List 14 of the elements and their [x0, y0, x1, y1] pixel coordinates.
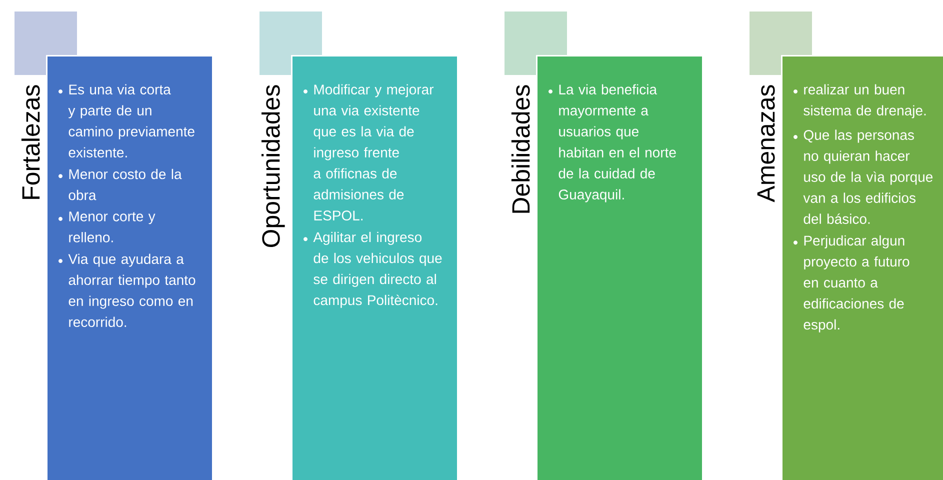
bullet-item: Menor corte y relleno. — [69, 212, 156, 242]
bullet-item: Perjudicar algun proyecto a futuro en cuanto a edificaciones de espol. — [804, 235, 910, 332]
bullet-item: Agilitar el ingreso de los vehiculos que se dirigen directo al campus Politècnico. — [313, 232, 442, 308]
bullet-item: Es una via corta y parte de un camino previamente existente. — [68, 84, 194, 158]
bullet-item: Modificar y mejorar una via existente que es la via de ingreso frente a ofificnas de admisiones de ESPOL. — [314, 84, 434, 220]
heading: Debilidades — [511, 85, 530, 213]
heading: Amenazas — [757, 85, 775, 202]
bullet-item: Menor costo de la obra — [68, 168, 182, 200]
bullet-item: La via beneficia mayormente a usuarios que habitan en el norte de la cuidad de Guayaquil. — [558, 84, 676, 202]
heading: Oportunidades — [262, 85, 285, 248]
heading: Fortalezas — [21, 85, 40, 199]
bullet-item: Via que ayudara a ahorrar tiempo tanto en ingreso como en recorrido. — [68, 254, 196, 328]
bullet-item: realizar un buen sistema de drenaje. — [804, 84, 926, 118]
bullet-item: Que las personas no quieran hacer uso de la vìa porque van a los edificios del básico. — [803, 130, 933, 224]
